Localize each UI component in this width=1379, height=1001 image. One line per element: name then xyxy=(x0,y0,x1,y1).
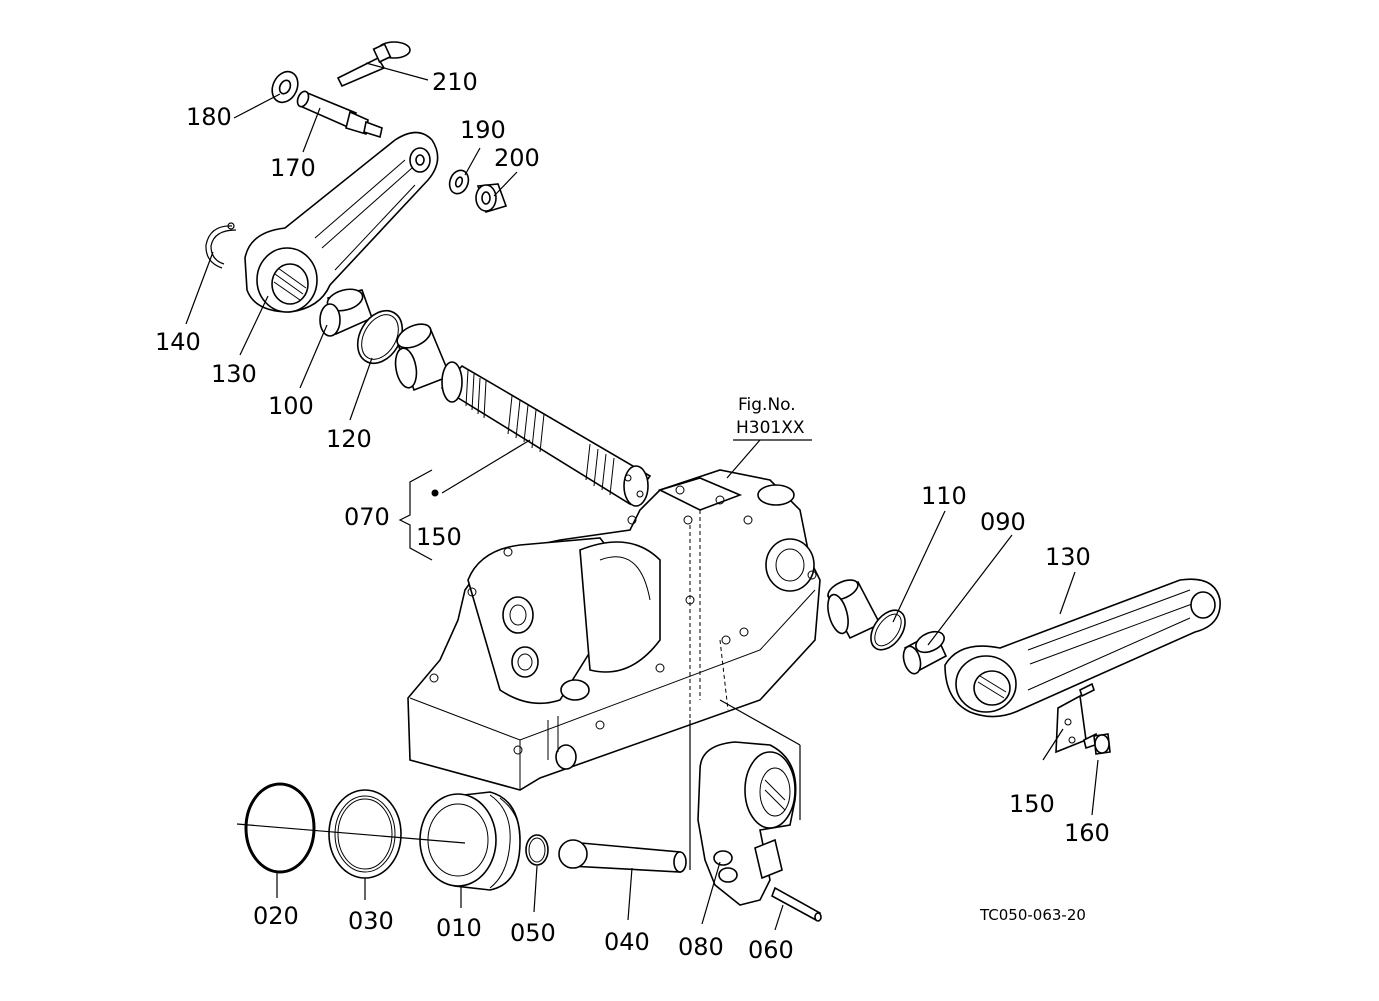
label-180: 180 xyxy=(186,103,232,131)
lift-housing xyxy=(407,469,821,791)
snap-ring-140 xyxy=(205,222,237,269)
label-150-group: 150 xyxy=(416,523,462,551)
pin-170 xyxy=(296,90,383,139)
arm-080 xyxy=(697,741,797,906)
label-110: 110 xyxy=(921,482,967,510)
fig-no-value: H301XX xyxy=(736,418,805,438)
label-210: 210 xyxy=(432,68,478,96)
lift-arm-130-left xyxy=(244,131,439,313)
bushing-center xyxy=(394,323,452,392)
lift-shaft-070 xyxy=(440,361,652,507)
label-020: 020 xyxy=(253,902,299,930)
bolt-160 xyxy=(1083,732,1111,755)
label-100: 100 xyxy=(268,392,314,420)
piston-010 xyxy=(419,791,521,891)
label-080: 080 xyxy=(678,933,724,961)
label-160: 160 xyxy=(1064,819,1110,847)
label-140: 140 xyxy=(155,328,201,356)
label-070: 070 xyxy=(344,503,390,531)
bushing-right xyxy=(826,579,882,640)
group-bracket xyxy=(398,469,439,561)
leader-lines xyxy=(185,62,1099,931)
o-ring-110 xyxy=(870,609,906,651)
label-060: 060 xyxy=(748,936,794,964)
label-130-left: 130 xyxy=(211,360,257,388)
label-050: 050 xyxy=(510,919,556,947)
bushing-090 xyxy=(902,630,948,675)
o-ring-120 xyxy=(356,309,404,365)
label-120: 120 xyxy=(326,425,372,453)
label-090: 090 xyxy=(980,508,1026,536)
label-150: 150 xyxy=(1009,790,1055,818)
bushing-100 xyxy=(319,288,374,337)
pin-210 xyxy=(336,41,411,88)
seal-030 xyxy=(328,789,402,879)
label-200: 200 xyxy=(494,144,540,172)
label-010: 010 xyxy=(436,914,482,942)
label-130-right: 130 xyxy=(1045,543,1091,571)
label-030: 030 xyxy=(348,907,394,935)
label-190: 190 xyxy=(460,116,506,144)
o-ring-020 xyxy=(244,782,316,874)
fig-no-label: Fig.No. xyxy=(738,395,796,415)
label-170: 170 xyxy=(270,154,316,182)
lift-arm-130-right xyxy=(944,578,1221,718)
washer-190 xyxy=(448,169,470,195)
o-ring-050 xyxy=(525,834,549,866)
bracket-150 xyxy=(1055,682,1095,754)
label-040: 040 xyxy=(604,928,650,956)
rod-040 xyxy=(558,839,687,873)
pin-060 xyxy=(771,886,822,922)
drawing-code: TC050-063-20 xyxy=(979,906,1086,924)
